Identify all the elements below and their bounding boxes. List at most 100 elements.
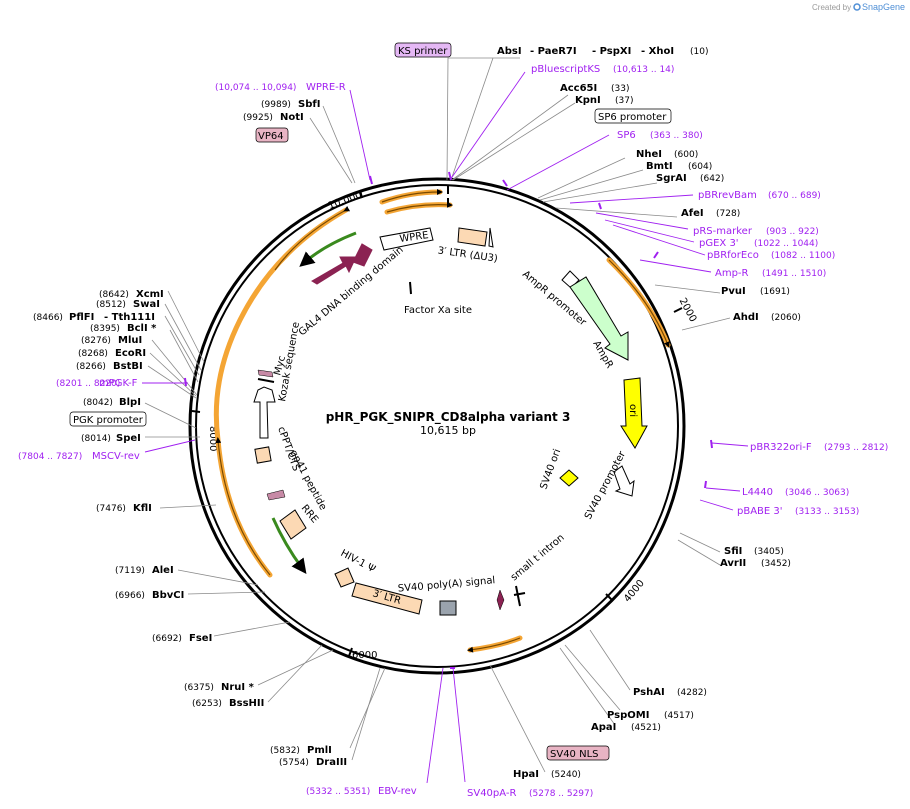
primer-marks xyxy=(184,171,713,669)
orf-arc-arrowheads xyxy=(215,189,670,653)
enzyme-avrii: AvrII xyxy=(720,558,746,569)
tick-4000: 4000 xyxy=(622,578,647,605)
primer-pbr322ori-f: pBR322ori-F xyxy=(750,442,812,453)
enzyme-avrii-pos: (3452) xyxy=(761,559,791,569)
primer-pbrforeco-range: (1082 .. 1100) xyxy=(771,251,835,261)
enzyme-spei: SpeI xyxy=(116,433,141,444)
enzyme-draiii: DraIII xyxy=(316,757,347,768)
enzyme-pspxi: - PspXI xyxy=(592,46,631,57)
primer-mpgk-f-range: (8201 .. 8220) xyxy=(56,379,120,389)
enzyme-blpi: BlpI xyxy=(119,397,141,408)
primer-sp6-range: (363 .. 380) xyxy=(650,131,703,141)
primer-mscv-rev: MSCV-rev xyxy=(92,451,140,462)
primer-pbluescriptks: pBluescriptKS xyxy=(531,64,600,75)
enzyme-bcli-pos: (8395) xyxy=(90,324,120,334)
label-sp6-promoter: SP6 promoter xyxy=(598,112,667,123)
enzyme-pvui-pos: (1691) xyxy=(760,287,790,297)
primer-sp6: SP6 xyxy=(617,130,636,141)
enzyme-pspomi-pos: (4517) xyxy=(664,711,694,721)
feature-small-t-label: small t intron xyxy=(509,532,567,583)
feature-small-t: small t intron xyxy=(509,532,567,607)
enzyme-sbfi: SbfI xyxy=(298,99,320,110)
enzyme-afei: AfeI xyxy=(681,208,704,219)
label-sv40-nls: SV40 NLS xyxy=(550,749,599,760)
feature-ori: ori xyxy=(620,377,648,449)
enzyme-ahdi-pos: (2060) xyxy=(771,313,801,323)
enzyme-connectors xyxy=(144,57,731,773)
primer-l4440-range: (3046 .. 3063) xyxy=(785,488,849,498)
enzyme-sbfi-pos: (9989) xyxy=(261,100,291,110)
enzyme-fsei-pos: (6692) xyxy=(152,634,182,644)
enzyme-absi: AbsI xyxy=(497,46,522,57)
tick-6000: 6000 xyxy=(352,650,377,661)
enzyme-hpai: HpaI xyxy=(513,769,539,780)
enzyme-bstbi-pos: (8266) xyxy=(76,362,106,372)
primer-pbr322ori-f-range: (2793 .. 2812) xyxy=(824,443,888,453)
tick-marks xyxy=(191,189,683,657)
backbone-outer xyxy=(188,177,686,675)
primer-ebv-rev-range: (5332 .. 5351) xyxy=(306,787,370,797)
feature-ltr3: 3′ LTR xyxy=(351,582,423,615)
enzyme-swai-pos: (8512) xyxy=(96,300,126,310)
backbone-inner xyxy=(195,184,679,668)
primer-wpre-r: WPRE-R xyxy=(306,82,346,93)
enzyme-acc65i-pos: (33) xyxy=(611,84,629,94)
enzyme-draiii-pos: (5754) xyxy=(279,758,309,768)
enzyme-bsshii-pos: (6253) xyxy=(192,699,222,709)
primer-amp-r: Amp-R xyxy=(715,268,749,279)
enzyme-bsshii: BssHII xyxy=(229,698,264,709)
primer-mscv-rev-range: (7804 .. 7827) xyxy=(18,452,82,462)
feature-sv40-ori-label: SV40 ori xyxy=(538,448,563,491)
enzyme-pvui: PvuI xyxy=(721,286,746,297)
enzyme-pshai: PshAI xyxy=(633,687,665,698)
boxed-labels: KS primer SP6 promoter VP64 PGK promoter… xyxy=(69,42,672,761)
plasmid-name: pHR_PGK_SNIPR_CD8alpha variant 3 xyxy=(326,410,571,425)
primer-l4440: L4440 xyxy=(742,487,773,498)
enzyme-xcmi-pos: (8642) xyxy=(99,290,129,300)
enzyme-afei-pos: (728) xyxy=(716,209,740,219)
enzyme-pspomi: PspOMI xyxy=(607,710,649,721)
primer-pgex3: pGEX 3' xyxy=(699,238,739,249)
enzyme-kfli: KflI xyxy=(133,503,152,514)
enzyme-noti: NotI xyxy=(280,112,304,123)
primer-prs-marker-range: (903 .. 922) xyxy=(766,227,819,237)
enzyme-bstbi: BstBI xyxy=(113,361,143,372)
enzyme-sgrai: SgrAI xyxy=(656,173,687,184)
primer-ebv-rev: EBV-rev xyxy=(378,786,417,797)
feature-factor-xa-label: Factor Xa site xyxy=(404,305,472,316)
enzyme-swai: SwaI xyxy=(133,299,160,310)
enzyme-hpai-pos: (5240) xyxy=(551,770,581,780)
enzyme-alei-pos: (7119) xyxy=(115,566,145,576)
enzyme-nhei: NheI xyxy=(636,149,662,160)
enzyme-pmli: PmlI xyxy=(307,745,332,756)
feature-rre: RRE xyxy=(279,503,320,540)
enzyme-nrui-pos: (6375) xyxy=(184,683,214,693)
enzyme-xcmi: XcmI xyxy=(136,289,164,300)
enzyme-bbvci: BbvCI xyxy=(152,590,184,601)
enzyme-bmti-pos: (604) xyxy=(688,162,712,172)
enzyme-bcli: BclI * xyxy=(127,323,157,334)
primer-pbrrevbam-range: (670 .. 689) xyxy=(768,191,821,201)
credit-prefix: Created by xyxy=(812,3,851,12)
enzyme-sfii: SfiI xyxy=(724,546,742,557)
primer-pbabe3-range: (3133 .. 3153) xyxy=(795,507,859,517)
green-arcs xyxy=(271,231,357,575)
enzyme-pflfi: PflFI xyxy=(69,312,94,323)
feature-wpre-label: WPRE xyxy=(399,230,429,245)
enzyme-fsei: FseI xyxy=(189,633,212,644)
primer-pbabe3: pBABE 3' xyxy=(737,506,783,517)
factor-xa-mark xyxy=(409,281,412,295)
enzyme-pflfi-pos: (8466) xyxy=(33,313,63,323)
enzyme-nhei-pos: (600) xyxy=(674,150,698,160)
feature-myc: Myc xyxy=(257,355,288,383)
enzyme-pmli-pos: (5832) xyxy=(270,746,300,756)
enzyme-sfii-pos: (3405) xyxy=(754,547,784,557)
feature-gal4: GAL4 DNA binding domain xyxy=(297,243,406,338)
feature-myc-label: Myc xyxy=(272,355,288,377)
enzyme-xhoi-pos: (10) xyxy=(690,47,708,57)
enzyme-xhoi: - XhoI xyxy=(641,46,674,57)
label-vp64: VP64 xyxy=(258,131,284,142)
enzyme-alei: AleI xyxy=(152,565,174,576)
enzyme-kpni-pos: (37) xyxy=(615,96,633,106)
